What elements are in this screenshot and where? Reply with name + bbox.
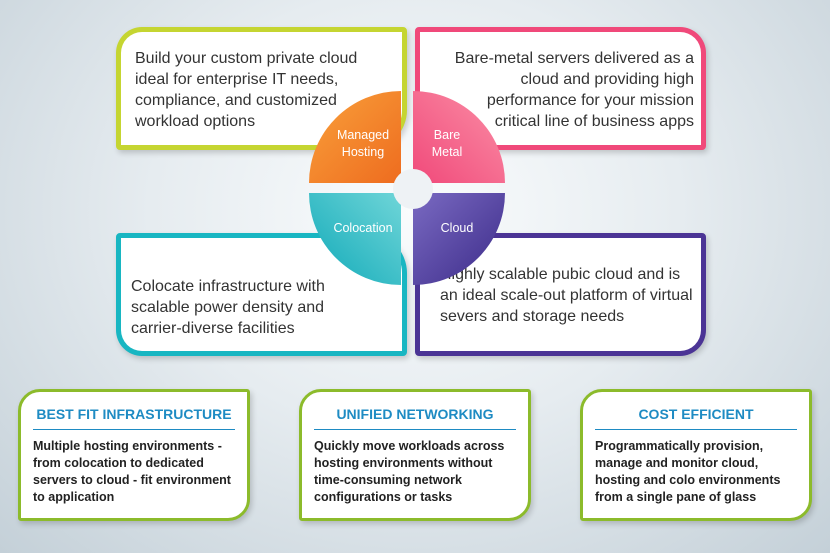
cloud-description: Highly scalable pubic cloud and is an id… <box>440 266 693 325</box>
feature-divider <box>314 429 516 430</box>
feature-box-cost-efficient: COST EFFICIENT Programmatically provisio… <box>580 389 812 521</box>
feature-text: Programmatically provision, manage and m… <box>595 439 781 504</box>
feature-text: Quickly move workloads across hosting en… <box>314 439 505 504</box>
managed-hosting-card: Build your custom private cloud ideal fo… <box>116 27 407 150</box>
feature-title: COST EFFICIENT <box>638 406 754 422</box>
cloud-label: Cloud <box>440 221 474 235</box>
feature-divider <box>33 429 235 430</box>
colocation-label: Colocation <box>333 221 393 235</box>
feature-box-unified-networking: UNIFIED NETWORKING Quickly move workload… <box>299 389 531 521</box>
feature-divider <box>595 429 797 430</box>
colocation-description: Colocate infrastructure with scalable po… <box>131 278 325 337</box>
managed-hosting-label: Managed Hosting <box>336 128 390 159</box>
feature-box-best-fit: BEST FIT INFRASTRUCTURE Multiple hosting… <box>18 389 250 521</box>
managed-hosting-description: Build your custom private cloud ideal fo… <box>135 50 358 130</box>
feature-text: Multiple hosting environments - from col… <box>33 439 231 504</box>
center-hole <box>393 169 433 209</box>
feature-title: UNIFIED NETWORKING <box>336 406 494 422</box>
feature-title: BEST FIT INFRASTRUCTURE <box>36 406 232 422</box>
bare-metal-description: Bare-metal servers delivered as a cloud … <box>454 50 694 130</box>
bare-metal-label: Bare Metal <box>431 128 463 159</box>
